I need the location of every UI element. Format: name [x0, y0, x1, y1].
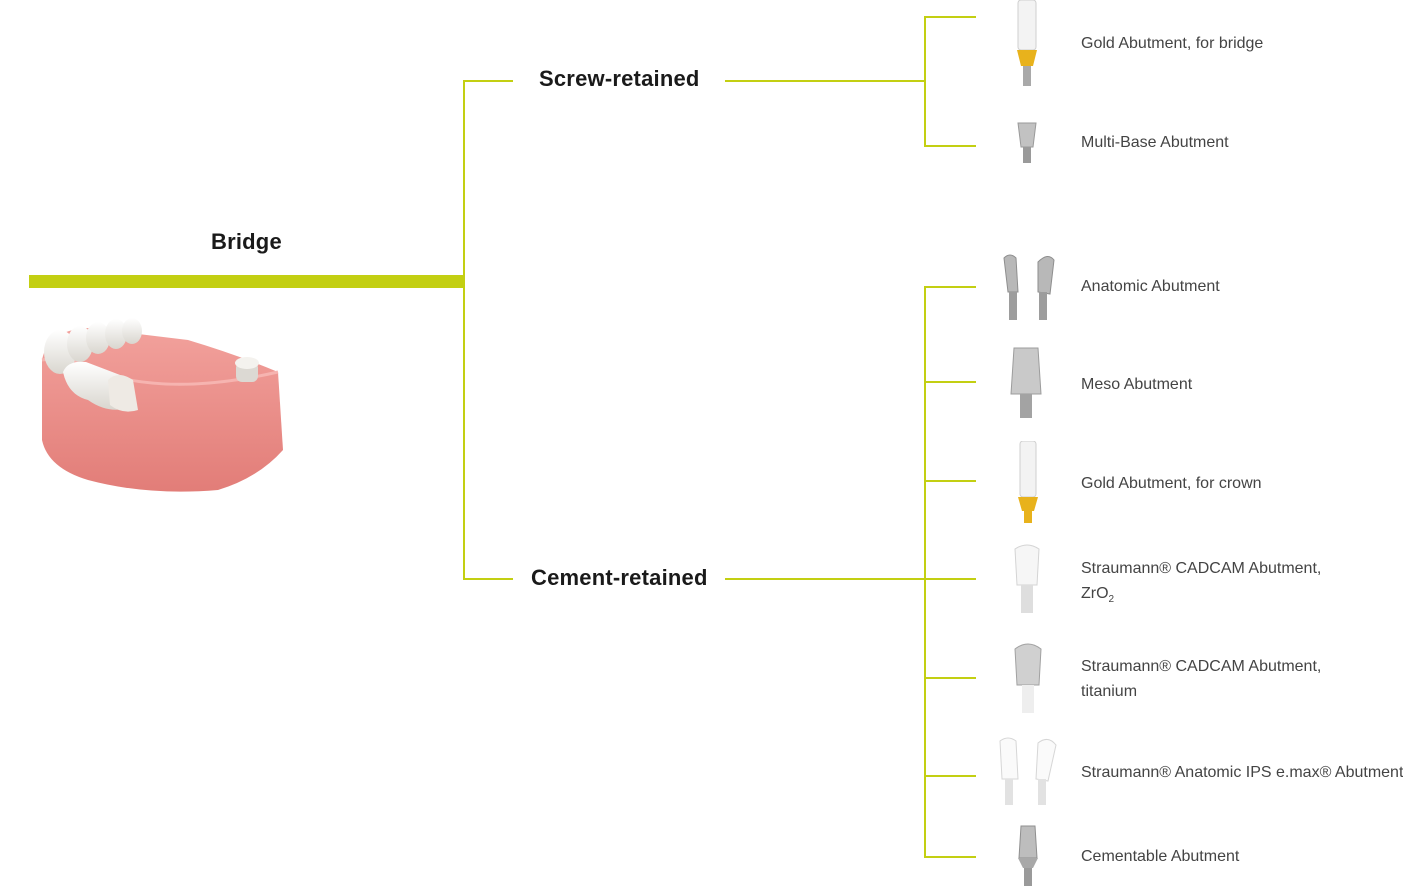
- cement-out-line: [725, 578, 925, 580]
- category-cement-retained: Cement-retained: [531, 565, 708, 590]
- anatomic-abutment-icon: [1003, 254, 1055, 320]
- item-label: Anatomic Abutment: [1081, 278, 1220, 295]
- emax-abutment-icon: [999, 737, 1057, 805]
- cementable-abutment-icon: [1018, 825, 1038, 886]
- cement-item-line: [924, 856, 976, 858]
- cement-item-line: [924, 286, 976, 288]
- screw-vertical-line: [924, 16, 926, 147]
- item-label-line1: Straumann® CADCAM Abutment,: [1081, 560, 1322, 577]
- meso-abutment-icon: [1010, 347, 1042, 418]
- item-label: Straumann® CADCAM Abutment, titanium: [1081, 654, 1321, 704]
- screw-item-line: [924, 16, 976, 18]
- item-label: Cementable Abutment: [1081, 848, 1240, 865]
- item-label: Gold Abutment, for crown: [1081, 475, 1262, 492]
- item-label: Straumann® Anatomic IPS e.max® Abutment: [1081, 764, 1404, 781]
- item-label-line1: Straumann® CADCAM Abutment,: [1081, 658, 1322, 675]
- gold-abutment-icon: [1017, 0, 1037, 86]
- item-label-line2: titanium: [1081, 683, 1138, 700]
- item-label: Multi-Base Abutment: [1081, 134, 1229, 151]
- bridge-jaw-illustration: [41, 318, 283, 492]
- cement-item-line: [924, 480, 976, 482]
- cement-vertical-line: [924, 286, 926, 858]
- cement-item-line: [924, 381, 976, 383]
- titanium-abutment-icon: [1014, 643, 1042, 713]
- cement-item-line: [924, 677, 976, 679]
- screw-out-line: [725, 80, 925, 82]
- cement-item-line: [924, 775, 976, 777]
- item-label: Straumann® CADCAM Abutment, ZrO2: [1081, 556, 1321, 612]
- trunk-connector: [463, 81, 465, 580]
- branch-screw-line: [463, 80, 513, 82]
- zirconia-abutment-icon: [1014, 544, 1040, 613]
- screw-item-line: [924, 145, 976, 147]
- item-label-line2: ZrO2: [1081, 585, 1115, 606]
- root-title: Bridge: [211, 229, 282, 254]
- multi-base-abutment-icon: [1017, 122, 1037, 163]
- gold-abutment-icon: [1018, 441, 1038, 523]
- branch-cement-line: [463, 578, 513, 580]
- cement-item-line: [924, 578, 976, 580]
- root-connector: [29, 275, 464, 288]
- item-label: Meso Abutment: [1081, 376, 1193, 393]
- category-screw-retained: Screw-retained: [539, 66, 700, 91]
- item-label: Gold Abutment, for bridge: [1081, 35, 1264, 52]
